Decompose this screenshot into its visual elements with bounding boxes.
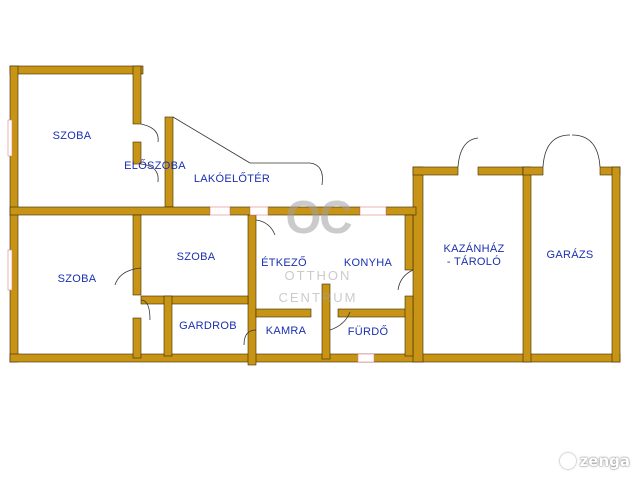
door-swing bbox=[309, 162, 323, 186]
door-swing bbox=[140, 163, 159, 183]
door-swing bbox=[329, 311, 351, 331]
wall-segment bbox=[611, 166, 621, 363]
wall-segment bbox=[132, 141, 142, 165]
wall-segment bbox=[9, 65, 144, 75]
window bbox=[7, 119, 13, 157]
window bbox=[7, 249, 13, 291]
wall-segment bbox=[140, 295, 249, 305]
room-label-lakoeloter: LAKÓELŐTÉR bbox=[193, 173, 271, 185]
room-label-szoba-top: SZOBA bbox=[52, 130, 92, 142]
wall-segment bbox=[321, 283, 331, 360]
wall-segment bbox=[385, 206, 417, 216]
wall-segment bbox=[522, 166, 544, 176]
door-swing bbox=[243, 329, 257, 346]
room-label-konyha: KONYHA bbox=[343, 257, 393, 269]
watermark-logo: OC bbox=[285, 191, 353, 243]
door-swing bbox=[457, 137, 479, 168]
room-label-kazanhaz-line1: KAZÁNHÁZ bbox=[443, 243, 505, 255]
wall-segment bbox=[132, 65, 142, 125]
door-swing bbox=[140, 123, 159, 143]
wall-segment bbox=[477, 166, 524, 176]
wall-segment bbox=[404, 295, 414, 357]
wall-segment bbox=[229, 206, 251, 216]
room-label-furdo: FÜRDŐ bbox=[347, 326, 389, 338]
door-swing bbox=[255, 219, 276, 236]
window bbox=[209, 206, 231, 216]
door-swing bbox=[571, 134, 601, 168]
door-swing bbox=[140, 299, 151, 321]
wall-segment bbox=[412, 166, 424, 363]
room-label-szoba-mid: SZOBA bbox=[176, 251, 216, 263]
watermark-line2: CENTRUM bbox=[278, 290, 358, 305]
wall-segment bbox=[163, 295, 173, 357]
room-label-kamra: KAMRA bbox=[265, 325, 307, 337]
wall-segment bbox=[522, 166, 532, 363]
door-swing bbox=[172, 116, 251, 164]
window bbox=[359, 206, 387, 216]
doors bbox=[114, 116, 601, 346]
window bbox=[357, 353, 375, 363]
wall-segment bbox=[132, 214, 142, 296]
walls bbox=[9, 65, 621, 366]
wall-segment bbox=[247, 214, 257, 366]
watermark-line1: OTTHON bbox=[284, 268, 352, 283]
room-label-eloszoba: ELŐSZOBA bbox=[124, 160, 186, 172]
room-label-etkezo: ÉTKEZŐ bbox=[261, 257, 307, 269]
room-label-garazs: GARÁZS bbox=[546, 249, 594, 261]
room-label-gardrob: GARDROB bbox=[179, 320, 237, 332]
room-label-kazanhaz-line2: - TÁROLÓ bbox=[446, 256, 502, 268]
window bbox=[249, 206, 269, 216]
zenga-logo-icon bbox=[559, 453, 576, 469]
room-label-szoba-left: SZOBA bbox=[57, 273, 97, 285]
door-swing bbox=[114, 267, 142, 286]
wall-segment bbox=[255, 308, 312, 318]
brand-watermark: zenga bbox=[559, 452, 630, 470]
windows bbox=[7, 119, 387, 363]
wall-segment bbox=[132, 317, 142, 359]
wall-segment bbox=[412, 166, 459, 176]
wall-segment bbox=[9, 206, 211, 216]
wall-segment bbox=[404, 214, 414, 271]
brand-name: zenga bbox=[579, 452, 630, 470]
door-swing bbox=[542, 134, 571, 168]
door-swing bbox=[397, 269, 414, 291]
room-label-kazanhaz: KAZÁNHÁZ - TÁROLÓ bbox=[443, 243, 504, 269]
